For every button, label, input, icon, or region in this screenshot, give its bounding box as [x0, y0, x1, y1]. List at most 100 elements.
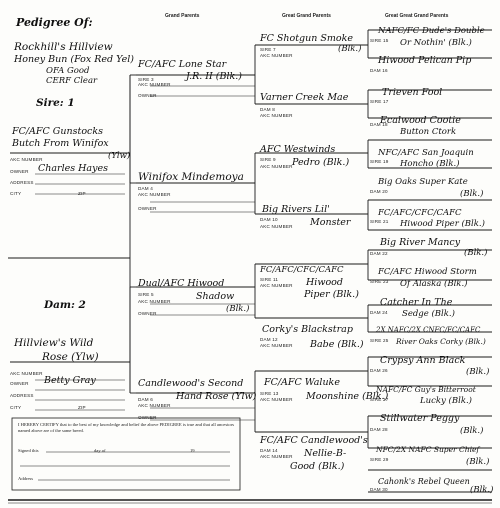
gggp-sire17-label: SIRE 17 — [370, 99, 389, 104]
gp-dam4-line1: Winifox Mindemoya — [138, 171, 244, 183]
gp-sire5-line1: Dual/AFC Hiwood — [138, 278, 225, 289]
subject-ofa: OFA Good — [46, 66, 90, 76]
ggp-dam14-akc-label: AKC NUMBER — [260, 454, 293, 459]
gp-dam6-label: DAM 6 — [138, 397, 154, 402]
ggp-sire13-akc-label: AKC NUMBER — [260, 397, 293, 402]
ggp-sire11-akc-label: AKC NUMBER — [260, 283, 293, 288]
gggp-sire25-line1: 2X NAFC/2X CNFC/FC/CAFC — [376, 326, 481, 334]
dam2-akc-label: AKC NUMBER — [10, 371, 43, 376]
gp-sire3-line1: FC/AFC Lone Star — [138, 59, 227, 70]
gggp-dam30-line1: Cahonk's Rebel Queen — [378, 477, 470, 486]
dam2-label: Dam: 2 — [44, 299, 86, 311]
gggp-sire21-label: SIRE 21 — [370, 219, 389, 224]
gggp-dam18-line1: Ecalwood Cootie — [380, 115, 461, 126]
ggp-dam14-line1: FC/AFC Candlewood's — [260, 435, 368, 446]
header-grand-parents: Grand Parents — [165, 13, 200, 19]
gggp-sire29-label: SIRE 29 — [370, 457, 389, 462]
gp-dam6-line1: Candlewood's Second — [138, 378, 244, 389]
gggp-sire23-line2: Of Alaska (Blk.) — [400, 279, 468, 289]
gggp-dam26-line1: Crypsy Ann Black — [380, 355, 466, 366]
gp-sire5-owner-label: OWNER — [138, 311, 157, 316]
gggp-dam26-line2: (Blk.) — [466, 367, 490, 377]
gggp-sire21-line2: Hiwood Piper (Blk.) — [400, 219, 485, 229]
ggp-dam14-label: DAM 14 — [260, 448, 278, 453]
gggp-sire27-line1: NAFC/FC Guy's Bitterroot — [376, 385, 476, 394]
pedigree-title: Pedigree Of: — [16, 16, 93, 29]
gggp-dam18-label: DAM 18 — [370, 122, 388, 127]
gggp-dam30-label: DAM 30 — [370, 487, 388, 492]
subject-cerf: CERF Clear — [46, 76, 98, 86]
subject-name-line1: Rockhill's Hillview — [14, 41, 113, 53]
sire1-owner-label: OWNER — [10, 169, 29, 174]
gggp-sire23-label: SIRE 23 — [370, 279, 389, 284]
ggp-dam12-line2: Babe (Blk.) — [310, 339, 364, 350]
gggp-dam20-label: DAM 20 — [370, 189, 388, 194]
sire1-city-label: CITY — [10, 191, 22, 196]
gp-sire3-akc-label: AKC NUMBER — [138, 82, 171, 87]
certification-signed-label: Signed this — [18, 448, 39, 453]
gggp-dam22-label: DAM 22 — [370, 251, 388, 256]
certification-year-label: 19 — [190, 448, 195, 453]
ggp-sire13-line1: FC/AFC Waluke — [264, 377, 340, 388]
gggp-dam26-label: DAM 26 — [370, 368, 388, 373]
ggp-sire11-line1: FC/AFC/CFC/CAFC — [260, 265, 344, 275]
gggp-sire19-line2: Honcho (Blk.) — [400, 159, 460, 169]
ggp-dam8-akc-label: AKC NUMBER — [260, 113, 293, 118]
ggp-dam10-line2: Monster — [310, 217, 351, 228]
dam2-address-label: ADDRESS — [10, 393, 34, 398]
sire1-owner: Charles Hayes — [38, 163, 108, 174]
gggp-sire29-line2: (Blk.) — [466, 457, 490, 467]
ggp-dam10-akc-label: AKC NUMBER — [260, 224, 293, 229]
gp-sire3-owner-label: OWNER — [138, 93, 157, 98]
dam2-city-label: CITY — [10, 405, 22, 410]
gggp-sire15-line2: Or Nothin' (Blk.) — [400, 38, 472, 48]
ggp-sire13-line2: Moonshine (Blk.) — [306, 391, 389, 402]
sire1-name-line1: FC/AFC Gunstocks — [12, 126, 103, 137]
gggp-sire27-line2: Lucky (Blk.) — [420, 396, 472, 406]
ggp-sire9-label: SIRE 9 — [260, 157, 276, 162]
ggp-dam14-line2: Nellie-B- — [304, 448, 347, 459]
gggp-dam18-line2: Button Ctork — [400, 127, 457, 137]
dam2-name-line2: Rose (Ylw) — [42, 351, 99, 363]
gp-dam6-owner-label: OWNER — [138, 415, 157, 420]
ggp-dam8-label: DAM 8 — [260, 107, 276, 112]
gggp-dam22-line2: (Blk.) — [464, 248, 488, 258]
gggp-dam22-line1: Big River Mancy — [380, 237, 461, 248]
gp-dam4-label: DAM 4 — [138, 186, 154, 191]
gp-dam4-owner-label: OWNER — [138, 206, 157, 211]
gp-sire3-label: SIRE 3 — [138, 77, 154, 82]
header-great-great-grand-parents: Great Great Grand Parents — [385, 13, 449, 19]
gggp-dam28-line1: Stillwater Peggy — [380, 413, 460, 424]
sire1-color: (Ylw) — [108, 151, 131, 161]
ggp-sire11-line2: Hiwood — [306, 277, 343, 288]
sire1-akc-label: AKC NUMBER — [10, 157, 43, 162]
ggp-dam12-line1: Corky's Blackstrap — [262, 324, 353, 335]
subject-name-line2: Honey Bun (Fox Red Yel) — [14, 54, 134, 65]
certification-text: I HEREBY CERTIFY that to the best of my … — [18, 422, 235, 434]
ggp-dam12-label: DAM 12 — [260, 337, 278, 342]
ggp-sire7-akc-label: AKC NUMBER — [260, 53, 293, 58]
gp-sire5-line2: Shadow — [196, 291, 235, 302]
gp-sire5-label: SIRE 5 — [138, 292, 154, 297]
ggp-sire13-label: SIRE 13 — [260, 391, 279, 396]
ggp-sire11-line3: Piper (Blk.) — [304, 289, 359, 300]
gggp-sire15-line1: NAFC/FC Dude's Double — [378, 26, 485, 36]
sire1-name-line2: Butch From Winifox — [12, 138, 109, 149]
gp-sire5-line3: (Blk.) — [226, 304, 250, 314]
dam2-name-line1: Hillview's Wild — [14, 337, 94, 349]
ggp-sire11-label: SIRE 11 — [260, 277, 279, 282]
gggp-sire17-line1: Trieven Fool — [382, 87, 443, 98]
ggp-dam10-line1: Big Rivers Lil' — [262, 204, 330, 215]
certification-address-label: Address — [18, 476, 34, 481]
dam2-owner: Betty Gray — [44, 375, 96, 386]
sire1-label: Sire: 1 — [36, 97, 75, 109]
gp-dam6-akc-label: AKC NUMBER — [138, 403, 171, 408]
gggp-dam16-line1: Hiwood Pelican Pip — [378, 55, 472, 66]
certification-day-of-label: day of — [94, 448, 106, 453]
gggp-dam28-line2: (Blk.) — [460, 426, 484, 436]
ggp-dam12-akc-label: AKC NUMBER — [260, 343, 293, 348]
gggp-sire27-label: SIRE 27 — [370, 397, 389, 402]
gggp-dam30-line2: (Blk.) — [470, 485, 494, 495]
gggp-dam16-label: DAM 16 — [370, 68, 388, 73]
